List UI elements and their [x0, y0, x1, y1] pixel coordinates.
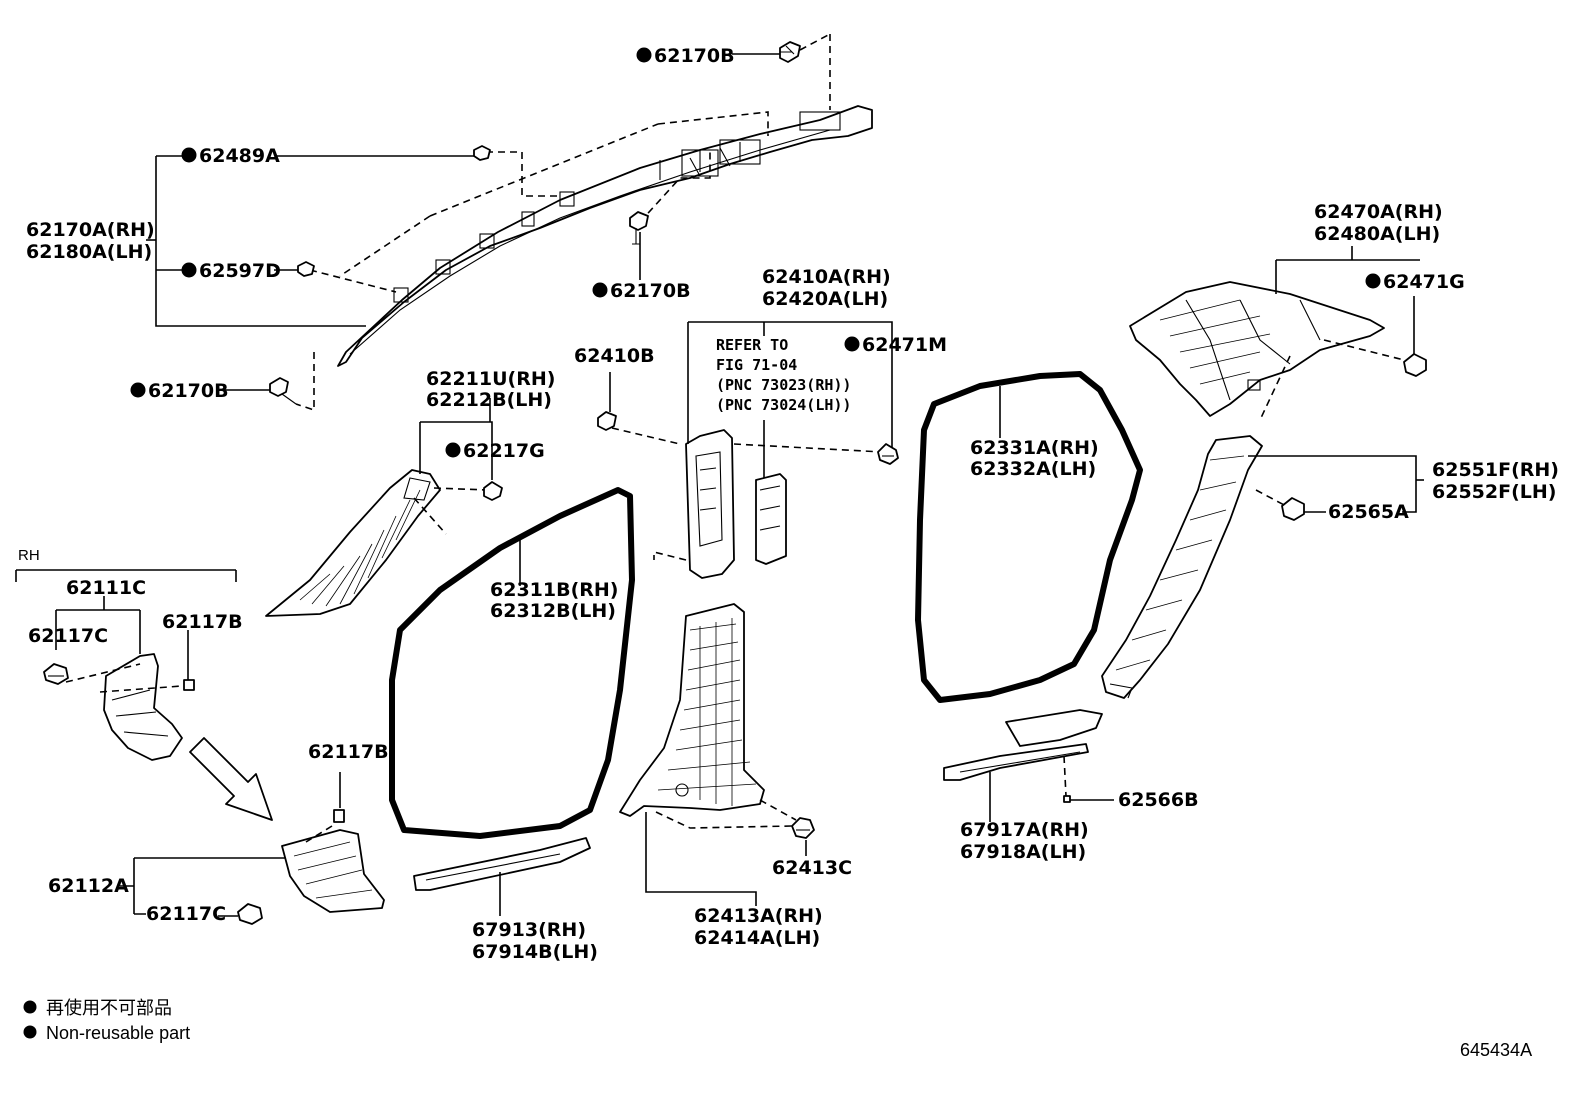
- part-label: 62410B: [574, 345, 655, 367]
- cowl-side-trim-part: [103, 653, 183, 761]
- part-label: 62180A(LH): [26, 241, 152, 263]
- part-label: 62471G: [1383, 271, 1465, 293]
- clip-icon: [473, 145, 491, 161]
- seat-belt-anchor-part: [755, 473, 787, 565]
- reference-note: (PNC 73024(LH)): [716, 396, 851, 414]
- reference-note: (PNC 73023(RH)): [716, 376, 851, 394]
- clip-icon: [297, 261, 315, 277]
- section-label: RH: [18, 547, 40, 564]
- screw-clip-icon: [629, 211, 649, 245]
- part-label: 62311B(RH): [490, 579, 618, 601]
- center-pillar-upper-part: [685, 429, 735, 579]
- part-label: 62597D: [199, 260, 281, 282]
- direction-arrow-icon: [189, 737, 273, 821]
- legend-dot-icon: [23, 1025, 37, 1039]
- part-label: 62111C: [66, 577, 146, 599]
- part-label: 62212B(LH): [426, 389, 552, 411]
- non-reusable-marker: [181, 262, 197, 278]
- roof-side-garnish-part: [337, 105, 873, 367]
- part-label: 62489A: [199, 145, 280, 167]
- part-label: 62410A(RH): [762, 266, 891, 288]
- part-label: 62117B: [308, 741, 389, 763]
- clip-icon: [1403, 353, 1427, 377]
- screw-clip-icon: [269, 377, 297, 405]
- front-door-weatherstrip-part: [389, 487, 635, 839]
- part-label: 62170B: [148, 380, 229, 402]
- part-label: 62551F(RH): [1432, 459, 1559, 481]
- part-label: 62470A(RH): [1314, 201, 1443, 223]
- front-pillar-garnish-part: [265, 469, 441, 617]
- quarter-trim-part: [1129, 281, 1385, 417]
- part-label: 62552F(LH): [1432, 481, 1556, 503]
- part-label: 62112A: [48, 875, 129, 897]
- part-label: 62420A(LH): [762, 288, 888, 310]
- non-reusable-marker: [844, 336, 860, 352]
- legend-dot-icon: [23, 1000, 37, 1014]
- non-reusable-marker: [445, 442, 461, 458]
- reference-note: FIG 71-04: [716, 356, 797, 374]
- part-label: 62413C: [772, 857, 852, 879]
- part-label: 62117C: [28, 625, 108, 647]
- part-label: 62211U(RH): [426, 368, 555, 390]
- part-label: 62565A: [1328, 501, 1409, 523]
- rear-door-weatherstrip-part: [915, 371, 1143, 703]
- clip-icon: [1281, 497, 1305, 521]
- legend-japanese: 再使用不可部品: [46, 998, 172, 1018]
- part-label: 62332A(LH): [970, 458, 1096, 480]
- non-reusable-marker: [181, 147, 197, 163]
- part-label: 62170B: [654, 45, 735, 67]
- part-label: 62331A(RH): [970, 437, 1099, 459]
- clip-icon: [483, 481, 503, 501]
- reference-note: REFER TO: [716, 336, 788, 354]
- part-label: 67913(RH): [472, 919, 586, 941]
- screw-clip-icon: [779, 41, 801, 63]
- front-scuff-plate-part: [413, 837, 591, 891]
- part-label: 67918A(LH): [960, 841, 1086, 863]
- clip-icon: [237, 903, 263, 925]
- non-reusable-marker: [1365, 273, 1381, 289]
- figure-id: 645434A: [1460, 1040, 1532, 1060]
- part-label: 67914B(LH): [472, 941, 598, 963]
- clip-icon: [597, 411, 617, 431]
- center-pillar-lower-part: [619, 603, 765, 817]
- clip-icon: [43, 663, 69, 685]
- non-reusable-marker: [130, 382, 146, 398]
- part-label: 62480A(LH): [1314, 223, 1440, 245]
- part-label: 62566B: [1118, 789, 1199, 811]
- part-label: 62312B(LH): [490, 600, 616, 622]
- clip-icon: [791, 817, 815, 839]
- cowl-side-lower-part: [281, 829, 385, 913]
- part-label: 62413A(RH): [694, 905, 823, 927]
- part-label: 62414A(LH): [694, 927, 820, 949]
- rear-pillar-trim-part: [1101, 435, 1263, 699]
- non-reusable-marker: [592, 282, 608, 298]
- part-label: 62170A(RH): [26, 219, 155, 241]
- part-label: 62217G: [463, 440, 545, 462]
- part-label: 62117C: [146, 903, 226, 925]
- part-label: 67917A(RH): [960, 819, 1089, 841]
- rear-scuff-plate-part: [943, 709, 1103, 781]
- part-label: 62471M: [862, 334, 947, 356]
- non-reusable-marker: [636, 47, 652, 63]
- part-label: 62170B: [610, 280, 691, 302]
- part-label: 62117B: [162, 611, 243, 633]
- legend-english: Non-reusable part: [46, 1023, 190, 1043]
- clip-icon: [877, 443, 899, 465]
